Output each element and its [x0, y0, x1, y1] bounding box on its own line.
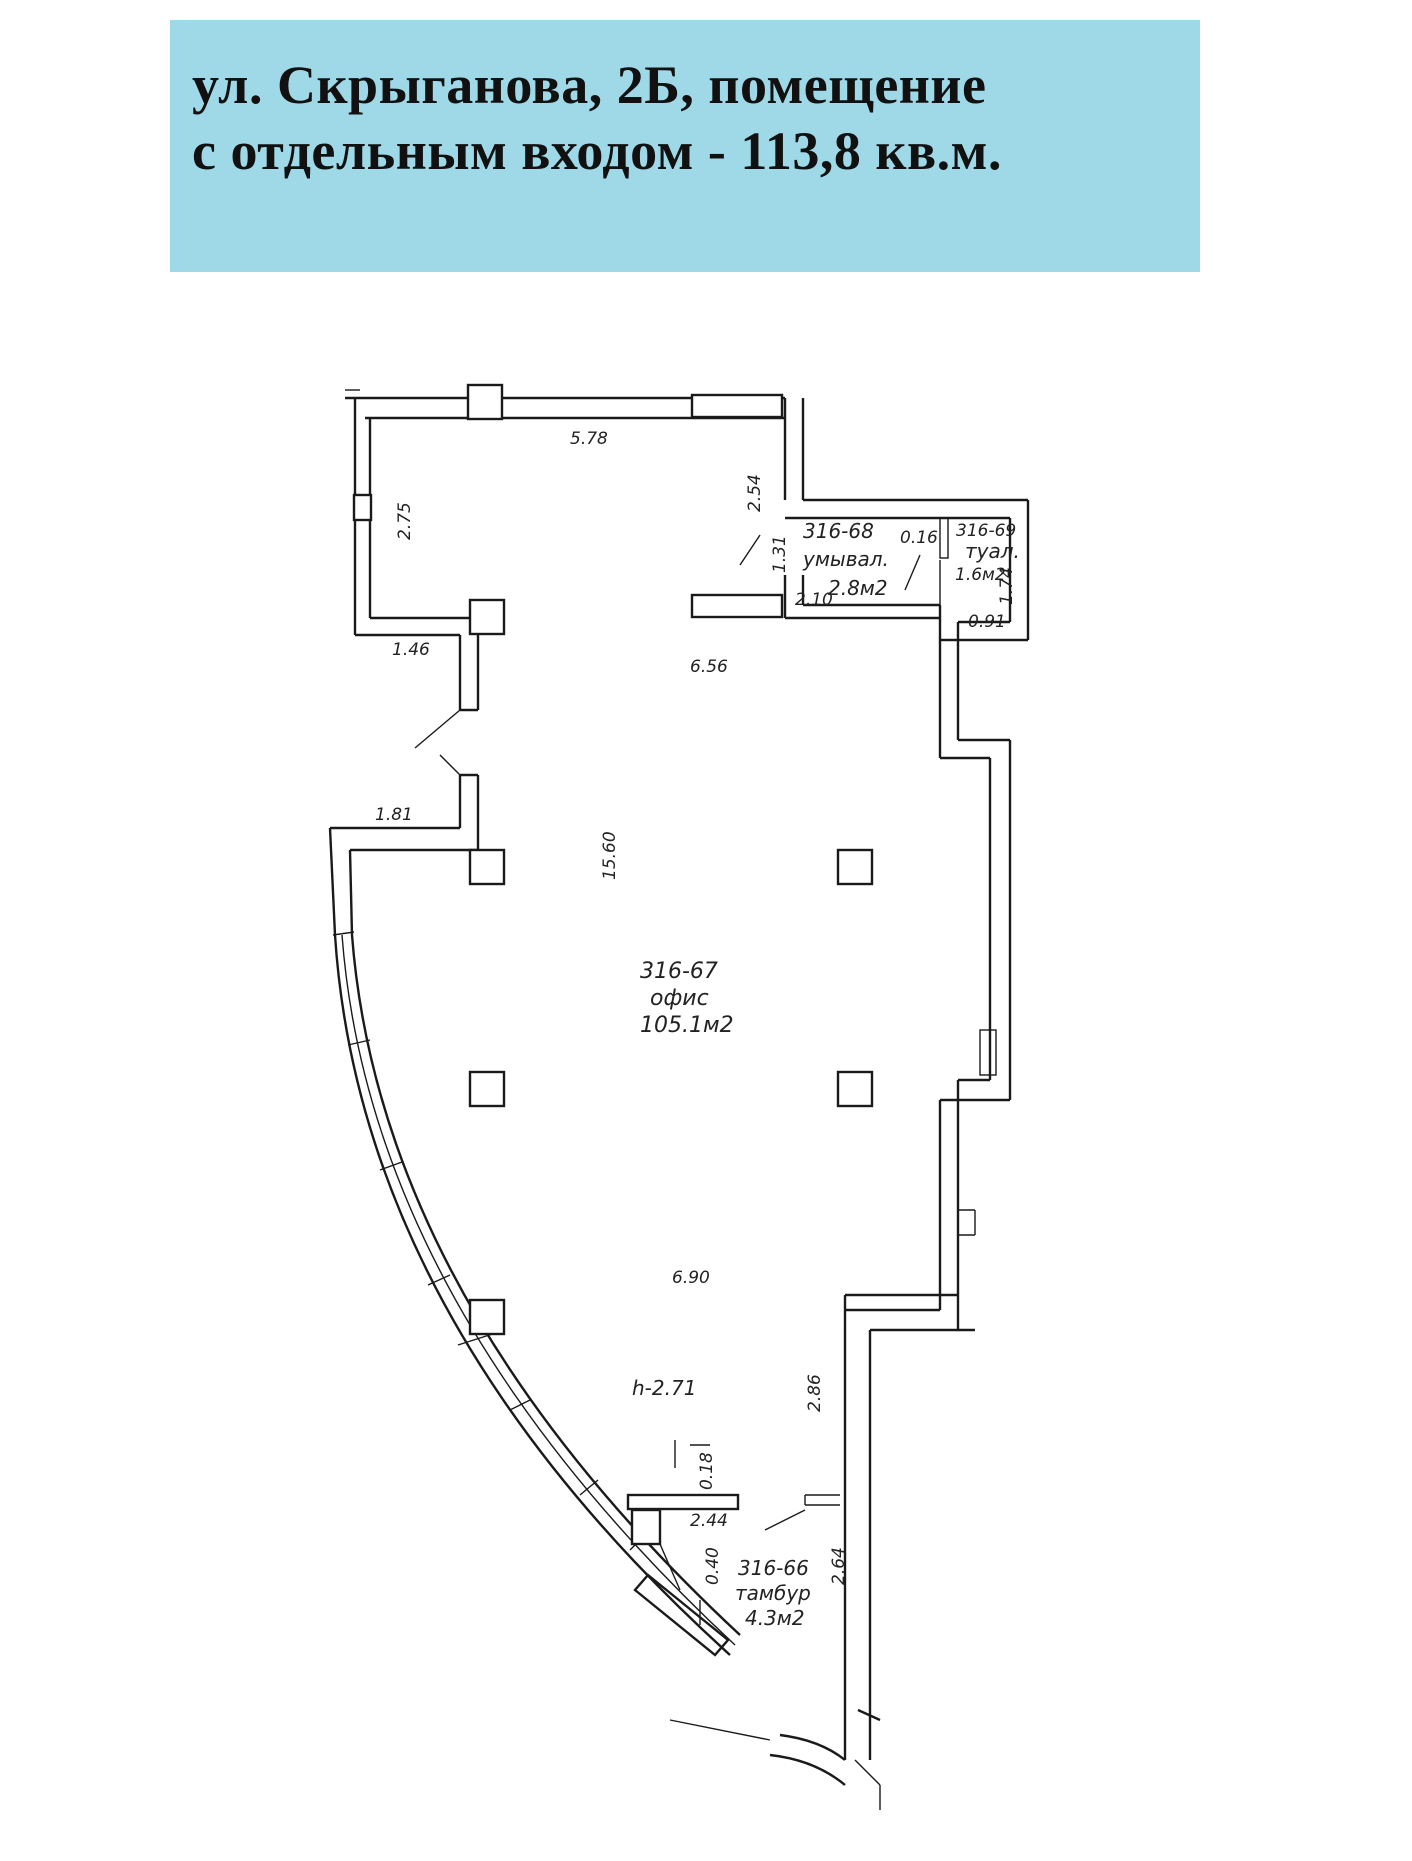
dim-15-60: 15.60 — [600, 831, 620, 880]
dim-6-56: 6.56 — [690, 657, 728, 677]
column — [468, 1298, 506, 1336]
column — [466, 383, 504, 421]
dim-1-81: 1.81 — [375, 805, 413, 825]
vestibule-area: 4.3м2 — [745, 1606, 805, 1630]
dim-2-75: 2.75 — [395, 502, 415, 540]
washroom-code: 316-68 — [803, 519, 874, 543]
window-pier — [690, 393, 784, 419]
column — [468, 598, 506, 636]
column — [468, 848, 506, 886]
dim-5-78: 5.78 — [570, 429, 608, 449]
dim-1-74: 1.74 — [997, 567, 1017, 605]
dim-6-90: 6.90 — [672, 1268, 710, 1288]
exterior-walls — [328, 389, 1030, 1810]
title-line-2: с отдельным входом - 113,8 кв.м. — [192, 121, 1002, 181]
vestibule-name: тамбур — [735, 1581, 811, 1605]
office-code: 316-67 — [640, 959, 718, 984]
toilet-area: 1.6м2 — [955, 565, 1006, 585]
title-banner: ул. Скрыганова, 2Б, помещение с отдельны… — [170, 20, 1200, 272]
dim-2-44: 2.44 — [690, 1511, 728, 1531]
toilet-code: 316-69 — [956, 521, 1016, 541]
dim-2-86: 2.86 — [805, 1374, 825, 1412]
dim-0-91: 0.91 — [968, 612, 1006, 632]
dim-2-64: 2.64 — [829, 1547, 849, 1585]
structural-columns — [466, 383, 874, 1336]
toilet-name: туал. — [965, 539, 1020, 563]
window-pier — [690, 593, 784, 619]
washroom-name: умывал. — [802, 547, 889, 571]
office-area: 105.1м2 — [640, 1013, 734, 1038]
dim-2-54: 2.54 — [745, 474, 765, 512]
dim-0-18: 0.18 — [697, 1452, 717, 1490]
office-name: офис — [650, 986, 709, 1011]
dim-1-46: 1.46 — [392, 640, 430, 660]
dim-2-10: 2.10 — [795, 590, 833, 610]
column — [468, 1070, 506, 1108]
dim-0-16: 0.16 — [900, 528, 938, 548]
column — [836, 1070, 874, 1108]
column — [836, 848, 874, 886]
ceiling-height: h-2.71 — [632, 1376, 696, 1400]
dimension-ticks — [674, 534, 921, 1468]
washroom-area: 2.8м2 — [828, 576, 888, 600]
dim-1-31: 1.31 — [770, 535, 790, 573]
title-line-1: ул. Скрыганова, 2Б, помещение — [192, 55, 987, 115]
dim-0-40: 0.40 — [703, 1547, 723, 1585]
vestibule-code: 316-66 — [738, 1556, 809, 1580]
